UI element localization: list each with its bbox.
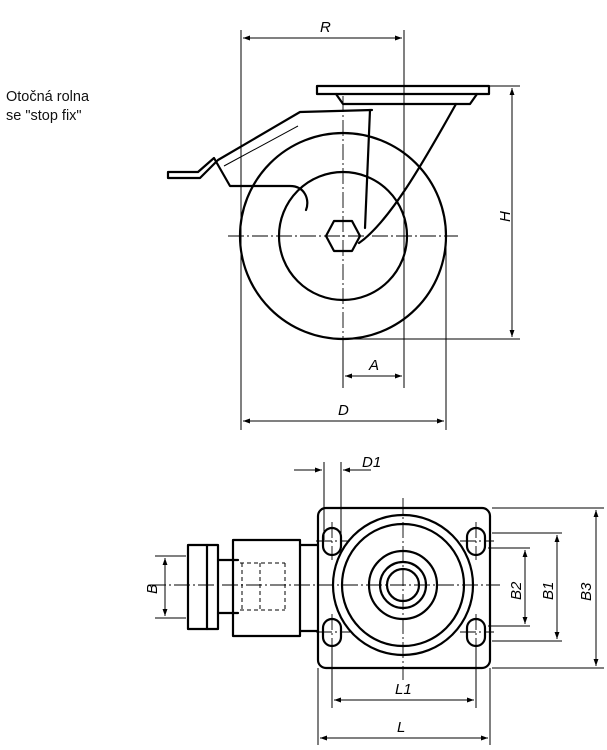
top-view: D1 B B2 B1 B3 L1 L (144, 454, 604, 745)
label-A: A (368, 357, 379, 374)
hidden-lines (240, 562, 286, 611)
caption-line-1: Otočná rolna (6, 89, 90, 105)
plate-outline (316, 506, 492, 670)
label-L1: L1 (395, 681, 412, 698)
pedal-front (186, 543, 220, 631)
label-R: R (320, 19, 331, 36)
caption: Otočná rolna se "stop fix" (6, 88, 89, 126)
label-L: L (397, 719, 405, 736)
label-H: H (497, 211, 514, 222)
hole-center-marks (316, 522, 494, 652)
fork (357, 102, 458, 245)
mounting-plate (315, 84, 491, 96)
caption-line-2: se "stop fix" (6, 108, 82, 124)
swivel-bearing (334, 92, 479, 106)
lever-neck (298, 543, 320, 633)
label-B3: B3 (578, 582, 595, 601)
lever-body (231, 538, 302, 638)
label-D: D (338, 402, 349, 419)
fork-inner (363, 108, 372, 230)
side-view: R H A D (166, 19, 520, 430)
label-B1: B1 (540, 582, 557, 600)
brake-lever-edge (223, 125, 299, 167)
label-B: B (144, 584, 161, 594)
label-D1: D1 (362, 454, 381, 471)
brake-lever (166, 108, 374, 212)
label-B2: B2 (508, 581, 525, 600)
